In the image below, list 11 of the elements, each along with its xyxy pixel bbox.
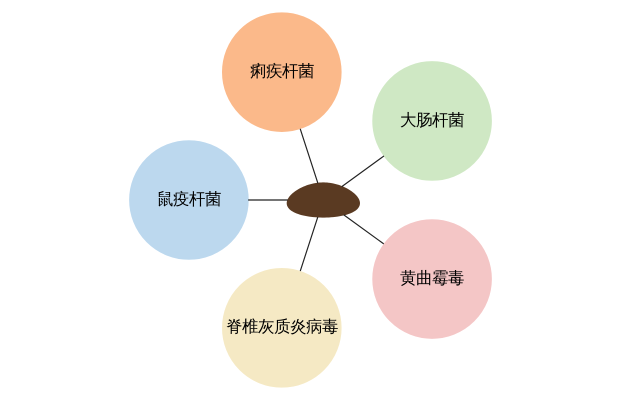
connector bbox=[300, 128, 318, 184]
node-picture bbox=[286, 182, 360, 218]
node-circle: 痢疾杆菌 bbox=[222, 12, 342, 132]
connector bbox=[248, 199, 288, 201]
node-circle: 脊椎灰质炎病毒 bbox=[222, 268, 342, 388]
connector bbox=[343, 214, 384, 244]
connector bbox=[341, 155, 384, 188]
node-circle: 鼠疫杆菌 bbox=[129, 140, 249, 260]
connector bbox=[300, 217, 318, 272]
node-circle: 大肠杆菌 bbox=[372, 61, 492, 181]
node-circle: 黄曲霉毒 bbox=[372, 219, 492, 339]
